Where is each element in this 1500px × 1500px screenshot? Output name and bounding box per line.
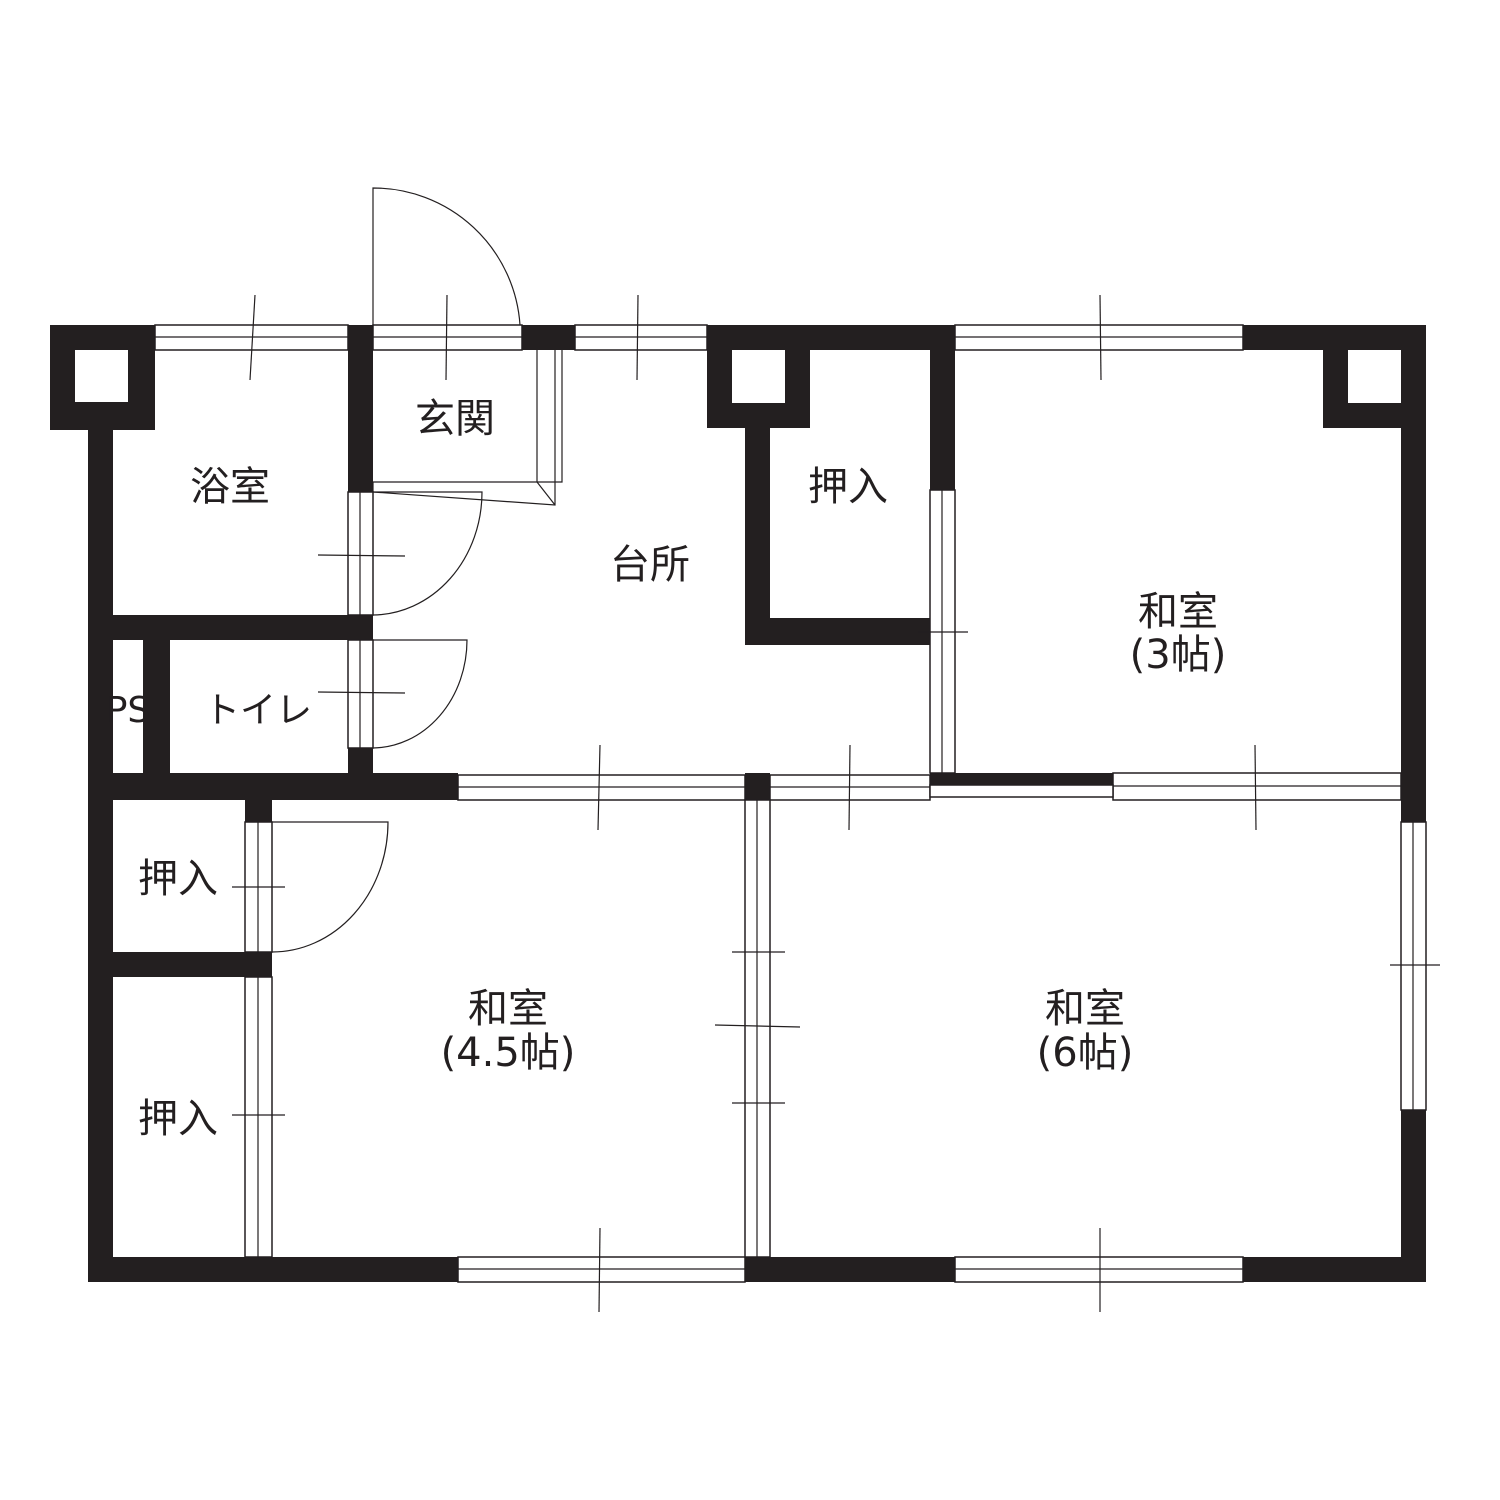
pillar-hole-closet (732, 350, 785, 403)
wall-mid-post (745, 773, 770, 800)
wall-closet-left-divider (88, 952, 272, 977)
wall-toilet-bottom (88, 773, 458, 800)
entrance-door-swing (372, 187, 521, 326)
label-closet-left-lower: 押入 (138, 1096, 218, 1142)
closet-door-swing (271, 821, 389, 953)
wall-bottom-left (88, 1257, 458, 1282)
label-toilet: トイレ (204, 690, 312, 731)
wall-closet-right (930, 325, 955, 490)
wall-left (88, 400, 113, 1282)
wall-right-lower (1401, 1110, 1426, 1282)
sliding-3-6-threshold (929, 784, 1114, 798)
label-ps: PS (106, 690, 151, 731)
room-labels: 浴室 玄関 台所 押入 和室 (3帖) PS トイレ 押入 押入 和室 (4.5… (106, 396, 1227, 1142)
wall-ps-divider (143, 615, 170, 775)
label-washitsu-45-name: 和室 (468, 986, 548, 1032)
wall-closet-left (745, 405, 770, 645)
label-closet-left-upper: 押入 (138, 856, 218, 902)
exterior-walls (50, 325, 1426, 1282)
label-kitchen: 台所 (610, 542, 690, 588)
sliding-marks (232, 294, 1440, 1313)
wall-closet-left-post (245, 800, 272, 822)
label-washitsu-6-size: (6帖) (1037, 1030, 1134, 1076)
label-washitsu-3-name: 和室 (1138, 589, 1218, 635)
wall-bath-bottom (88, 615, 373, 640)
toilet-door-swing (372, 639, 468, 749)
label-bath: 浴室 (190, 464, 270, 510)
label-washitsu-3-size: (3帖) (1130, 632, 1227, 678)
interior-walls (88, 325, 1113, 977)
pillar-hole-top-right (1348, 350, 1401, 403)
wall-3tatami-bottom (930, 773, 1113, 785)
wall-bottom-mid (745, 1257, 955, 1282)
wall-top-entry-post (348, 325, 373, 492)
wall-toilet-post (348, 748, 373, 775)
openings (154, 324, 1427, 1283)
wall-top-mid (522, 325, 575, 350)
wall-closet-bottom (745, 618, 930, 645)
label-washitsu-45-size: (4.5帖) (441, 1030, 576, 1076)
entrance-step (372, 350, 563, 506)
label-washitsu-6-name: 和室 (1045, 986, 1125, 1032)
wall-bottom-right (1243, 1257, 1426, 1282)
label-closet-top: 押入 (808, 464, 888, 510)
label-entrance: 玄関 (415, 396, 495, 442)
bath-door-swing (372, 491, 483, 616)
pillar-hole-top-left (75, 350, 128, 402)
door-swings (271, 187, 521, 953)
